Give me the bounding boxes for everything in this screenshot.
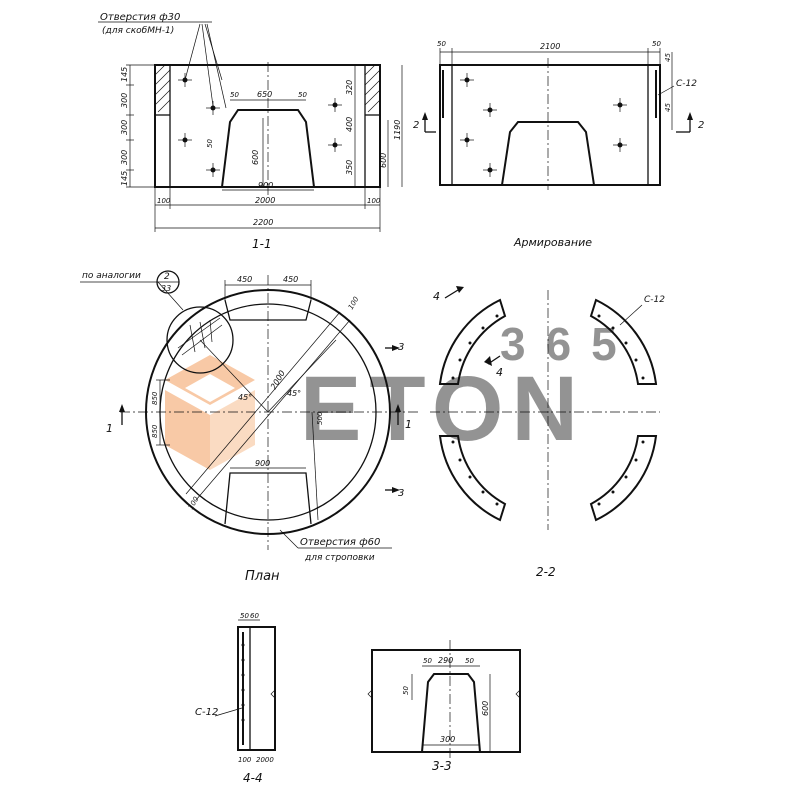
- cut-marker-3-bottom: 3: [385, 487, 404, 499]
- plan-holes-60-label: Отверстия ф60: [300, 537, 380, 548]
- dim-300-b: 300: [120, 120, 129, 135]
- rebar-dots-4-4: [241, 643, 245, 722]
- reinf-label-c12: С-12: [676, 79, 697, 89]
- section-3-3: 50 290 50 50 600 300 3-3: [367, 640, 521, 773]
- svg-text:1: 1: [106, 422, 113, 435]
- dim-3-3-50-right: 50: [465, 657, 474, 665]
- reinf-dim-50-left: 50: [437, 40, 446, 48]
- dim-2200: 2200: [253, 218, 273, 227]
- reinf-dim-45-top: 45: [664, 53, 672, 62]
- plan-dim-450-left: 450: [237, 275, 252, 284]
- dim-650: 650: [257, 90, 272, 99]
- dim-3-3-300: 300: [440, 735, 455, 744]
- reinf-dim-45-bottom: 45: [664, 103, 672, 112]
- dim-145-top: 145: [120, 67, 129, 82]
- section-2-2-label-c12: С-12: [644, 295, 665, 305]
- plan-holes-60-sub: для строповки: [304, 553, 375, 563]
- plan-view: по аналогии 2 33 450 450 100 2000 45° 45…: [80, 270, 420, 584]
- dim-3-3-600: 600: [481, 701, 490, 716]
- dim-3-3-290: 290: [438, 656, 453, 665]
- plan-dim-2000: 2000: [269, 369, 287, 391]
- plan-dim-500: 500: [316, 411, 324, 425]
- caption-section-2-2: 2-2: [536, 565, 556, 579]
- cut-marker-2-left: 2: [413, 112, 436, 133]
- cut-marker-1-right: 1: [395, 404, 412, 431]
- watermark: 365 ETON: [165, 318, 637, 470]
- cut-marker-1-left: 1: [106, 404, 125, 435]
- section-1-1: Отверстия ф30 (для скобМН-1): [98, 12, 403, 251]
- dim-100-right: 100: [367, 197, 381, 205]
- watermark-word: ETON: [300, 358, 586, 460]
- cut-marker-2-right: 2: [676, 112, 704, 133]
- dim-350: 350: [345, 160, 354, 175]
- dim-600-right: 600: [379, 153, 388, 168]
- detail-circle-2-33: [166, 306, 234, 374]
- caption-section-4-4: 4-4: [243, 771, 263, 785]
- holes-30: [178, 73, 342, 177]
- dim-100-left: 100: [157, 197, 171, 205]
- caption-section-1-1: 1-1: [252, 237, 272, 251]
- dim-4-4-100: 100: [238, 756, 252, 764]
- dim-4-4-60: 60: [250, 612, 259, 620]
- plan-dim-450-right: 450: [283, 275, 298, 284]
- hatch-left: [154, 64, 171, 113]
- dim-1190: 1190: [393, 120, 402, 140]
- svg-text:2: 2: [413, 120, 419, 131]
- svg-text:3: 3: [398, 488, 404, 499]
- section-2-2: С-12 4 4 2-2: [430, 286, 665, 579]
- label-4-4-c12: С-12: [195, 707, 218, 718]
- dim-50-side: 50: [206, 139, 214, 148]
- dim-3-3-50-left: 50: [423, 657, 432, 665]
- dim-3-3-50-side: 50: [402, 686, 410, 695]
- ring-segment-bottom-right: [589, 435, 658, 522]
- plan-dim-100-top: 100: [347, 295, 361, 311]
- rebar-dots: [451, 314, 645, 506]
- plan-angle-right: 45°: [287, 389, 301, 398]
- plan-ref-bottom: 33: [161, 284, 171, 293]
- reinf-dim-50-right: 50: [652, 40, 661, 48]
- dim-4-4-50: 50: [240, 612, 249, 620]
- svg-text:3: 3: [398, 342, 404, 353]
- dim-400: 400: [345, 117, 354, 132]
- section-reinforcement: 50 2100 50 45 45 С-12 2 2 Армирование: [413, 40, 704, 249]
- callout-holes-30: Отверстия ф30: [100, 12, 180, 23]
- cut-marker-3-top: 3: [385, 342, 404, 353]
- ring-segment-bottom-left: [438, 435, 507, 522]
- hatch-right: [364, 64, 381, 113]
- watermark-logo-icon: [165, 355, 255, 470]
- dim-145-bottom: 145: [120, 171, 129, 186]
- dim-320: 320: [345, 80, 354, 95]
- plan-analogy-label: по аналогии: [82, 271, 141, 281]
- dim-50-left: 50: [230, 91, 239, 99]
- dim-900-opening: 900: [258, 181, 273, 190]
- caption-section-3-3: 3-3: [432, 759, 452, 773]
- caption-reinforcement: Армирование: [513, 236, 592, 249]
- callout-holes-30-sub: (для скобМН-1): [102, 26, 174, 36]
- caption-plan: План: [245, 569, 280, 584]
- dim-50-right: 50: [298, 91, 307, 99]
- reinf-dim-2100: 2100: [540, 42, 560, 51]
- plan-dim-850-bottom: 850: [151, 424, 159, 438]
- plan-dim-900: 900: [255, 459, 270, 468]
- dim-4-4-2000: 2000: [256, 756, 274, 764]
- ring-segment-top-left: [438, 298, 507, 385]
- svg-text:2: 2: [698, 120, 704, 131]
- dim-300-c: 300: [120, 150, 129, 165]
- plan-angle-left: 45°: [238, 393, 252, 402]
- plan-ref-top: 2: [164, 272, 170, 282]
- ring-segment-top-right: [589, 298, 658, 385]
- svg-text:1: 1: [405, 418, 412, 431]
- section-4-4: 50 60 С-12 100 2000 4-4: [195, 612, 276, 785]
- cut-marker-4-bottom: 4: [484, 355, 503, 379]
- reinforcement-holes: [460, 73, 627, 177]
- cut-marker-4-top: 4: [433, 286, 464, 303]
- svg-text:4: 4: [496, 366, 503, 379]
- dim-600-opening: 600: [251, 150, 260, 165]
- dim-2000: 2000: [255, 196, 275, 205]
- dim-300-a: 300: [120, 93, 129, 108]
- plan-dim-850-top: 850: [151, 391, 159, 405]
- svg-text:4: 4: [433, 290, 440, 303]
- watermark-digits: 365: [500, 318, 637, 370]
